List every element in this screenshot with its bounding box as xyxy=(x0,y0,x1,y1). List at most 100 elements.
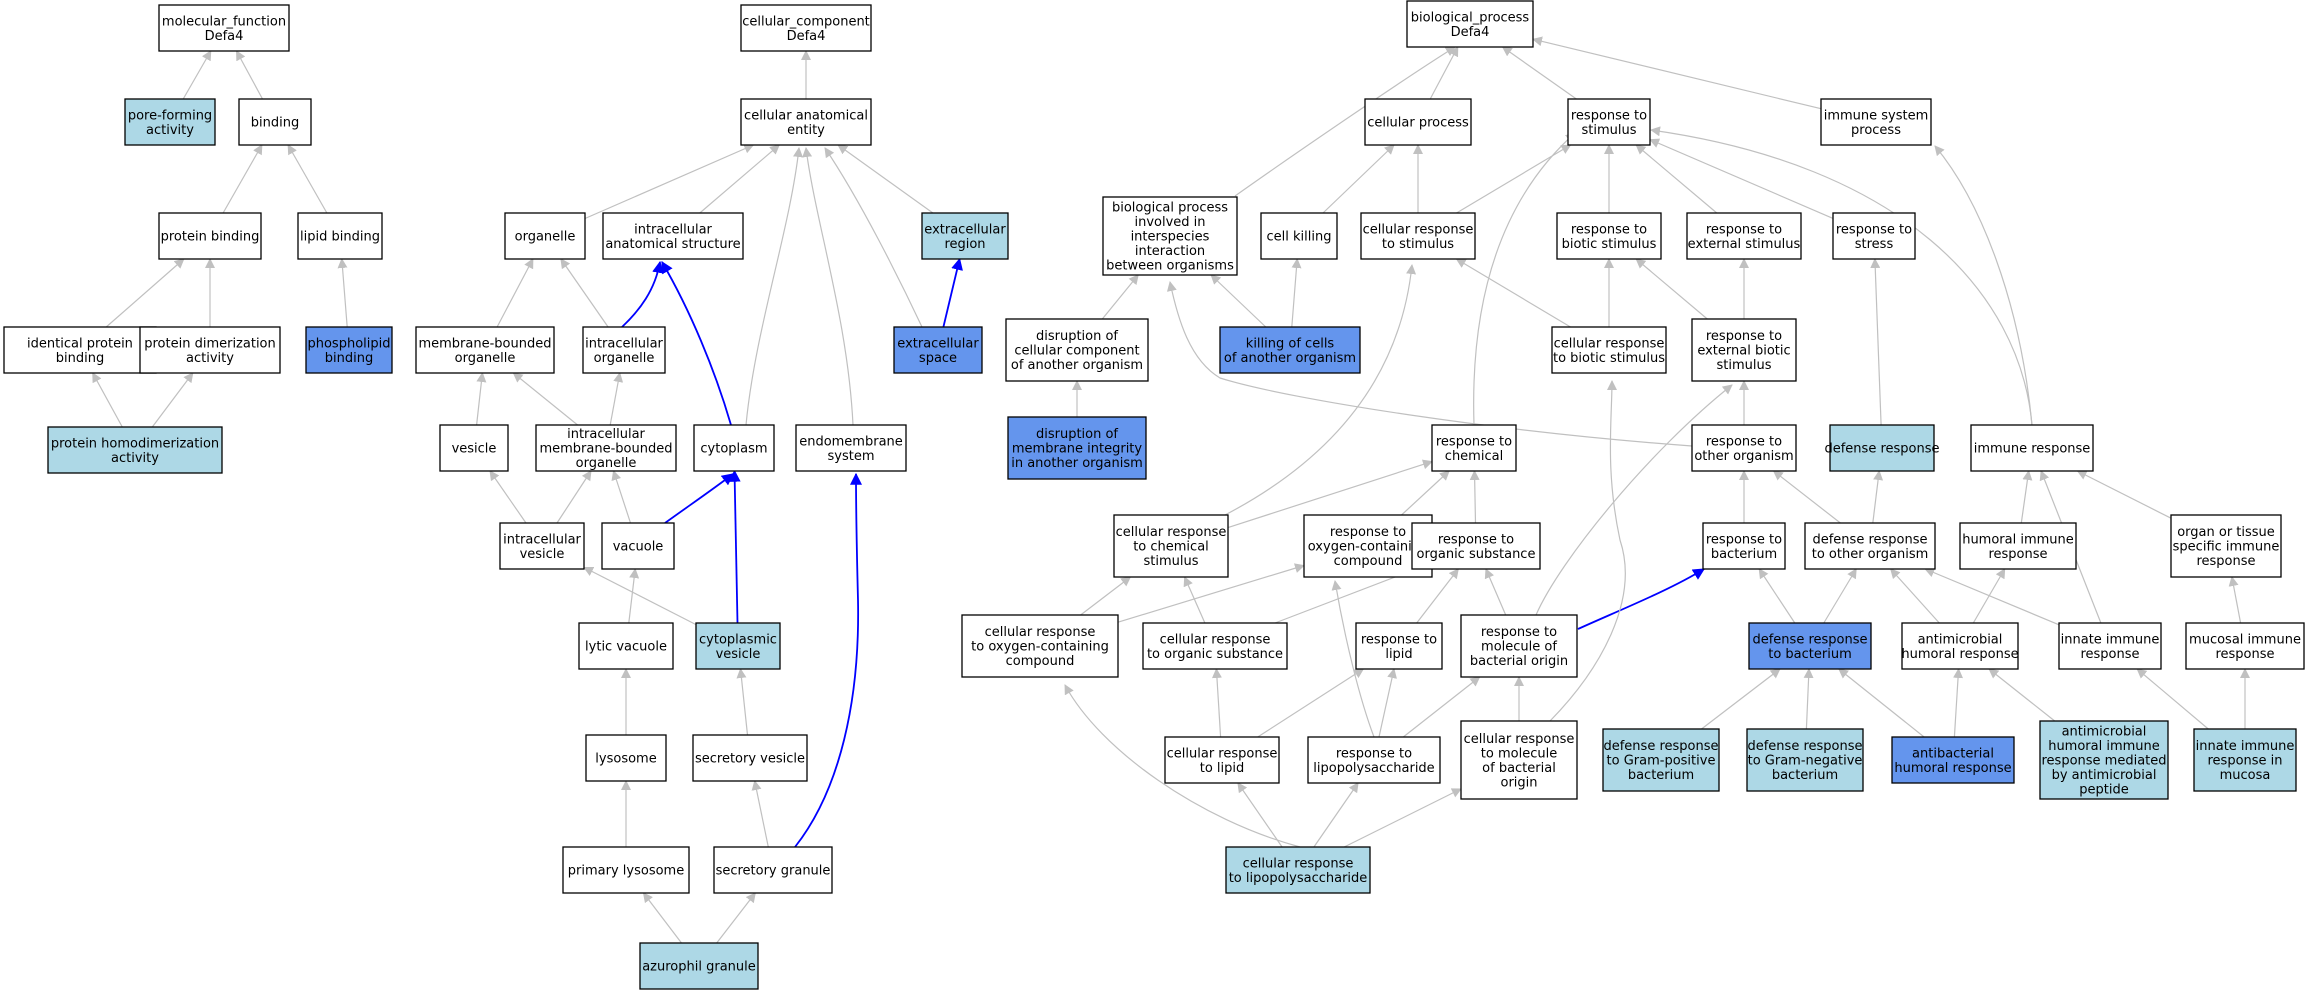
node-label-cellresplipid: to lipid xyxy=(1200,761,1245,776)
node-label-immresp: immune response xyxy=(1974,442,2091,457)
node-label-cae: entity xyxy=(787,123,825,138)
node-binding[interactable]: binding xyxy=(238,98,312,146)
edge-extspace-to-cae xyxy=(824,147,923,328)
node-vesicle[interactable]: vesicle xyxy=(439,424,509,472)
edge-homodimer-to-protdimer xyxy=(151,372,194,428)
node-primlys[interactable]: primary lysosome xyxy=(562,846,690,894)
node-box-cellresplipid xyxy=(1164,736,1280,784)
edge-cellrespoxy-to-respoxy xyxy=(1117,563,1305,623)
node-lysosome[interactable]: lysosome xyxy=(585,734,667,782)
edge-binding-to-mf xyxy=(235,50,264,100)
node-cellkill[interactable]: cell killing xyxy=(1260,212,1338,260)
node-vacuole[interactable]: vacuole xyxy=(601,522,675,570)
node-label-protbind: protein binding xyxy=(161,230,260,245)
node-label-respstim: response to xyxy=(1571,108,1647,123)
node-cellproc[interactable]: cellular process xyxy=(1364,98,1472,146)
node-label-protdimer: activity xyxy=(186,351,234,366)
node-lipidbind[interactable]: lipid binding xyxy=(297,212,383,260)
node-label-mf: Defa4 xyxy=(205,29,244,44)
node-secgran[interactable]: secretory granule xyxy=(713,846,833,894)
node-cytoplasm[interactable]: cytoplasm xyxy=(693,424,775,472)
node-box-defbact xyxy=(1748,622,1872,670)
node-label-respmolbact: response to xyxy=(1481,625,1557,640)
node-protbind[interactable]: protein binding xyxy=(158,212,262,260)
node-lytic[interactable]: lytic vacuole xyxy=(578,622,674,670)
edge-cytoves-to-cytoplasm xyxy=(728,469,741,624)
node-label-disruptmem: membrane integrity xyxy=(1012,442,1143,457)
node-label-organtissue: response xyxy=(2196,554,2255,569)
node-azuro[interactable]: azurophil granule xyxy=(639,942,759,990)
edge-extreg-to-cae xyxy=(837,144,934,214)
node-box-resplps xyxy=(1307,736,1441,784)
node-defresp[interactable]: defense response xyxy=(1824,424,1940,472)
node-secves[interactable]: secretory vesicle xyxy=(692,734,808,782)
node-label-bp: Defa4 xyxy=(1451,25,1490,40)
node-immresp[interactable]: immune response xyxy=(1970,424,2094,472)
node-box-intves xyxy=(499,522,585,570)
node-organelle[interactable]: organelle xyxy=(504,212,586,260)
node-label-lytic: lytic vacuole xyxy=(585,640,667,655)
edge-respstim-to-bp xyxy=(1501,46,1577,100)
node-box-protbind xyxy=(158,212,262,260)
edge-immresp-to-respstim xyxy=(1650,126,2033,426)
node-label-cellresplps: cellular response xyxy=(1243,856,1354,871)
node-label-resplps: response to xyxy=(1336,746,1412,761)
